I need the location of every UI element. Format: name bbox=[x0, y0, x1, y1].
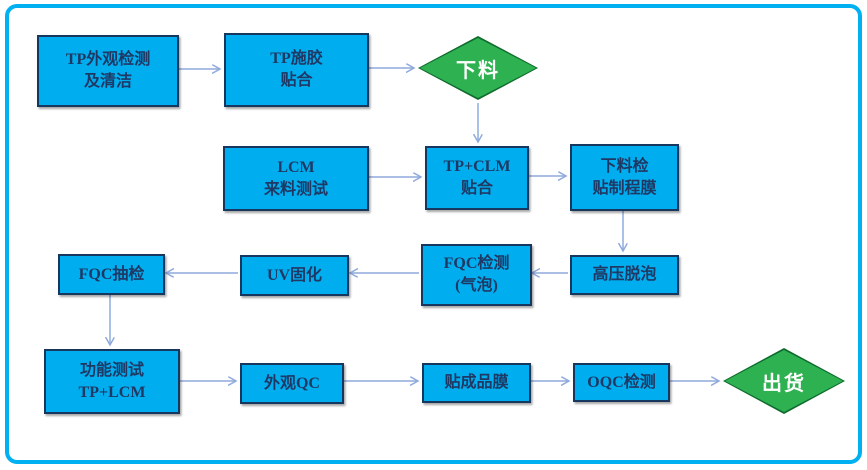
flow-node-uv-curing: UV固化 bbox=[240, 255, 349, 296]
flow-node-label: TP施胶 贴合 bbox=[270, 50, 323, 89]
flow-node-function-test: 功能测试 TP+LCM bbox=[44, 349, 180, 414]
flow-node-label: 高压脱泡 bbox=[592, 266, 657, 284]
outer-frame bbox=[5, 4, 862, 464]
flow-node-label: OQC检测 bbox=[587, 373, 656, 391]
flow-node-label: 外观QC bbox=[263, 374, 320, 392]
flow-node-label: FQC抽检 bbox=[78, 265, 145, 283]
flow-node-blanking-check-film: 下料检 贴制程膜 bbox=[570, 144, 679, 211]
flow-node-oqc-test: OQC检测 bbox=[573, 363, 670, 402]
flow-node-appearance-qc: 外观QC bbox=[240, 363, 344, 404]
flow-node-label: TP外观检测 及清洁 bbox=[65, 51, 151, 90]
flow-node-fqc-test-bubble: FQC检测 (气泡) bbox=[421, 244, 532, 306]
flow-node-lcm-test: LCM 来料测试 bbox=[223, 146, 369, 211]
flow-decision-shipment: 出货 bbox=[723, 348, 845, 414]
flow-node-tp-inspection: TP外观检测 及清洁 bbox=[37, 35, 179, 107]
flow-node-label: 下料 bbox=[456, 59, 500, 82]
flow-node-tp-clm-lamination: TP+CLM 贴合 bbox=[425, 146, 529, 210]
flow-node-label: LCM 来料测试 bbox=[263, 158, 328, 198]
flow-node-finished-film: 贴成品膜 bbox=[422, 363, 531, 403]
flow-node-label: 贴成品膜 bbox=[444, 374, 509, 392]
flow-node-fqc-sampling: FQC抽检 bbox=[58, 254, 165, 295]
flow-node-label: TP+CLM 贴合 bbox=[443, 158, 511, 197]
flow-node-tp-gluing: TP施胶 贴合 bbox=[224, 33, 369, 107]
flow-node-autoclave-defoam: 高压脱泡 bbox=[570, 255, 679, 295]
flow-node-label: 出货 bbox=[762, 372, 806, 395]
flow-decision-blanking: 下料 bbox=[418, 36, 538, 100]
flow-node-label: 功能测试 TP+LCM bbox=[78, 361, 146, 401]
flow-node-label: 下料检 贴制程膜 bbox=[592, 157, 657, 197]
flow-node-label: UV固化 bbox=[266, 266, 323, 284]
flow-node-label: FQC检测 (气泡) bbox=[443, 255, 510, 294]
